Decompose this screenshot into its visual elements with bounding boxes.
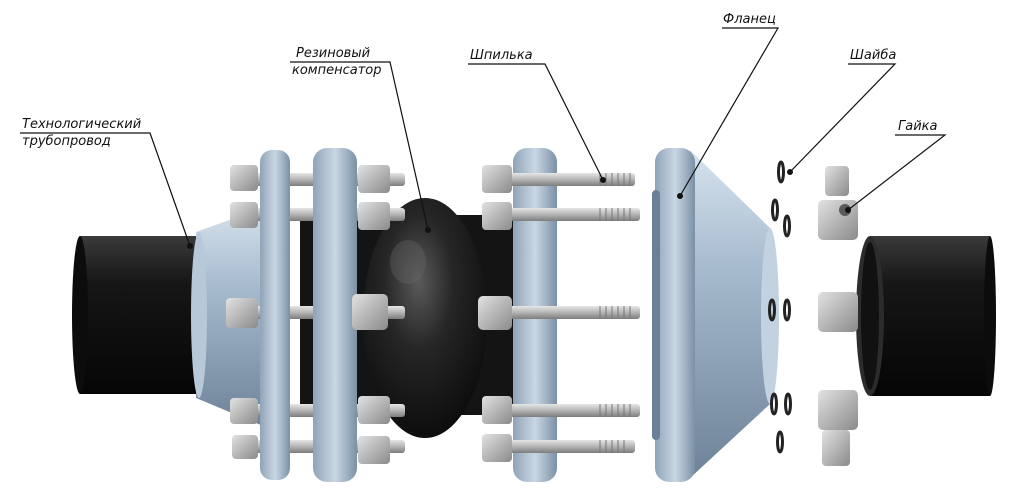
left-pipe [72,236,210,394]
label-flange: Фланец [723,12,776,27]
left-flange-2 [313,148,357,482]
label-nut: Гайка [898,119,938,134]
label-washer: Шайба [850,48,897,63]
leader-lines [20,27,947,247]
separate-flange [652,148,779,482]
label-pipe-line2: трубопровод [22,134,111,149]
right-pipe [856,236,996,396]
label-rubber-line1: Резиновый [296,46,371,61]
left-nuts [226,165,390,464]
loose-nuts [818,166,858,466]
left-flange-1 [260,150,290,480]
label-stud: Шпилька [470,48,533,63]
label-pipe-line1: Технологический [22,117,142,132]
middle-nuts [478,165,512,462]
label-rubber-line2: компенсатор [292,63,382,78]
right-studs [485,173,640,453]
washers [768,160,792,454]
leader-dots [187,169,851,249]
